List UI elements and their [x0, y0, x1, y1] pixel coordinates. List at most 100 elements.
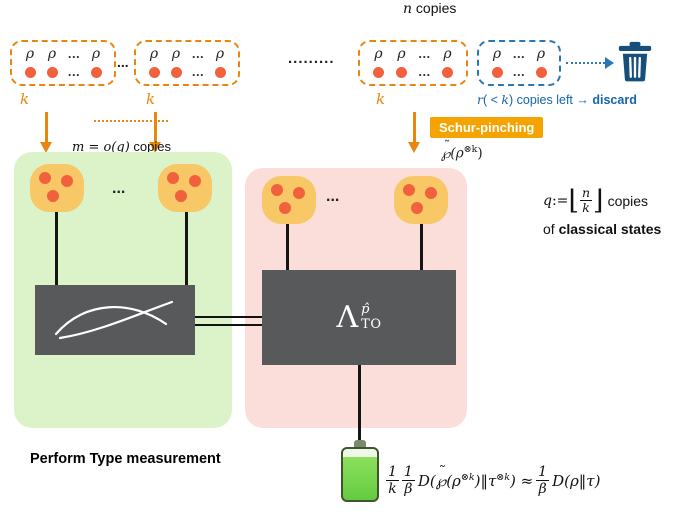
copies-text: copies — [129, 139, 171, 154]
relative-entropy-tail: D(ρ‖τ) — [552, 471, 601, 490]
trash-icon — [616, 40, 654, 87]
battery-icon — [341, 440, 379, 502]
numerator: n — [579, 185, 593, 202]
state-dot — [46, 66, 58, 78]
ellipsis: ... — [512, 64, 526, 80]
arrow-shaft — [45, 112, 48, 143]
k-symbol: k — [501, 92, 509, 107]
pinched-state-label: ˜℘(ρ⊗k) — [441, 139, 483, 162]
discard-arrow-line — [566, 62, 605, 64]
denominator: β — [538, 481, 547, 498]
ellipsis: ... — [512, 46, 526, 62]
schur-pinching-badge: Schur-pinching — [430, 117, 544, 138]
script-p: ℘ — [441, 145, 451, 162]
m-copies-label: m = o(q) copies — [72, 139, 171, 155]
rho-symbol: ρ — [492, 46, 502, 62]
close-paren: ) — [477, 145, 483, 162]
ellipsis-between-groups: ... — [117, 54, 129, 70]
r-symbol: r — [477, 92, 483, 107]
otimes-k: ⊗k — [496, 471, 510, 483]
script-p: ℘ — [435, 471, 447, 490]
rho-symbol: ρ — [25, 46, 35, 62]
tau-part: )‖τ — [474, 471, 497, 490]
denominator: k — [388, 481, 397, 498]
state-dot — [90, 66, 102, 78]
discard-arrowhead — [605, 57, 614, 69]
state-dot — [170, 66, 182, 78]
rho-paren: (ρ — [450, 145, 464, 162]
classical-states-bold: classical states — [558, 221, 662, 237]
k-count-label-2: k — [146, 90, 156, 108]
numerator: 1 — [386, 464, 399, 482]
lambda-subscript: TO — [361, 316, 382, 332]
wire — [420, 224, 423, 270]
ellipsis: ... — [326, 188, 340, 205]
arrow-head — [408, 142, 420, 153]
ellipsis: ... — [67, 46, 81, 62]
ellipsis-long: ......... — [288, 50, 335, 67]
perform-type-measurement-label: Perform Type measurement — [30, 451, 221, 467]
state-dot — [189, 175, 201, 187]
rho-symbol: ρ — [91, 46, 101, 62]
state-dot — [411, 202, 423, 214]
d-open: D( — [417, 471, 436, 490]
ellipsis: ... — [191, 64, 205, 80]
state-dot — [491, 66, 503, 78]
denominator: β — [404, 481, 413, 498]
otimes-k: ⊗k — [460, 471, 475, 483]
state-dot — [373, 66, 384, 78]
copies-text: copies — [412, 0, 457, 16]
state-dot — [293, 187, 305, 199]
thermal-operation-box: Λ p̂TO — [262, 270, 456, 365]
rho-symbol: ρ — [171, 46, 181, 62]
left-floor: ⌊ — [568, 184, 579, 216]
coloneq: := — [551, 192, 569, 209]
state-dot — [279, 202, 291, 214]
m-math: m = o(q) — [72, 140, 130, 155]
state-dot — [425, 187, 437, 199]
lambda-symbol: Λ — [336, 299, 359, 335]
wire — [185, 212, 188, 285]
arrow-head — [40, 142, 52, 153]
wire — [286, 224, 289, 270]
rho-paren: (ρ — [446, 471, 461, 490]
numerator: 1 — [401, 464, 415, 482]
script-p-tilde: ˜℘ — [441, 139, 451, 162]
q-symbol: q — [543, 192, 552, 209]
relative-entropy-expression: D(˜℘(ρ⊗k)‖τ⊗k) ≈ — [417, 464, 534, 490]
wire — [55, 212, 58, 285]
denominator: k — [582, 200, 590, 216]
pinched-blob-4 — [394, 176, 448, 224]
state-dot — [442, 66, 453, 78]
rho-symbol: ρ — [149, 46, 159, 62]
caption-text: ( < — [482, 93, 502, 107]
rho-symbol: ρ — [443, 46, 452, 62]
leftover-group: ρ ... ρ ... — [477, 40, 561, 86]
approx: ) ≈ — [509, 471, 534, 490]
pinched-blob-3 — [262, 176, 316, 224]
discard-arrow — [566, 57, 614, 69]
ellipsis: ... — [418, 64, 431, 80]
state-dot — [167, 172, 179, 184]
otimes-k: ⊗k — [463, 144, 478, 155]
n-copies-label: n copies — [403, 0, 456, 17]
battery-body — [341, 447, 379, 502]
ellipsis: ... — [112, 180, 126, 197]
discard-caption: r( < k) copies left → discard — [477, 92, 685, 107]
rho-symbol: ρ — [536, 46, 546, 62]
state-dot — [61, 175, 73, 187]
right-floor: ⌋ — [593, 184, 604, 216]
type-measurement-box — [35, 285, 195, 355]
arrow-shaft — [413, 112, 416, 143]
state-dot — [214, 66, 226, 78]
battery-cap — [354, 440, 366, 448]
state-dot — [39, 172, 51, 184]
state-dot — [175, 190, 187, 202]
